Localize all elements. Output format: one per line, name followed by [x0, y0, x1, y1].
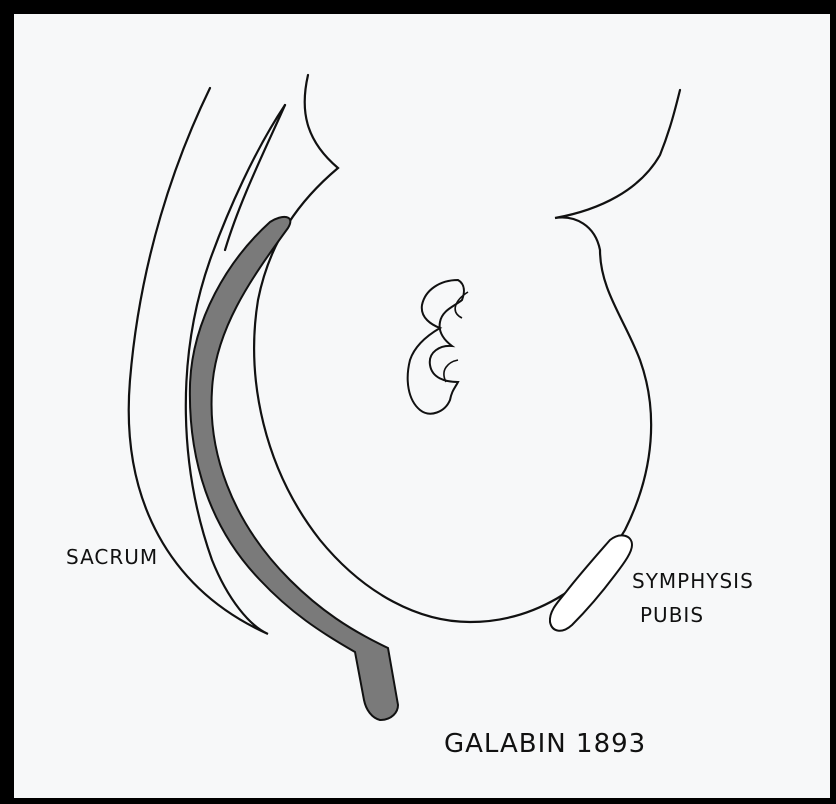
fetal-ear	[408, 280, 464, 414]
symphysis-pubis	[550, 535, 632, 630]
sacrum-label: SACRUM	[66, 545, 158, 569]
pubis-label: PUBIS	[640, 603, 704, 627]
forceps-blade	[190, 217, 398, 720]
caption-label: GALABIN 1893	[444, 729, 646, 759]
symphysis-label: SYMPHYSIS	[632, 569, 754, 593]
fetal-ear-inner	[444, 292, 468, 382]
